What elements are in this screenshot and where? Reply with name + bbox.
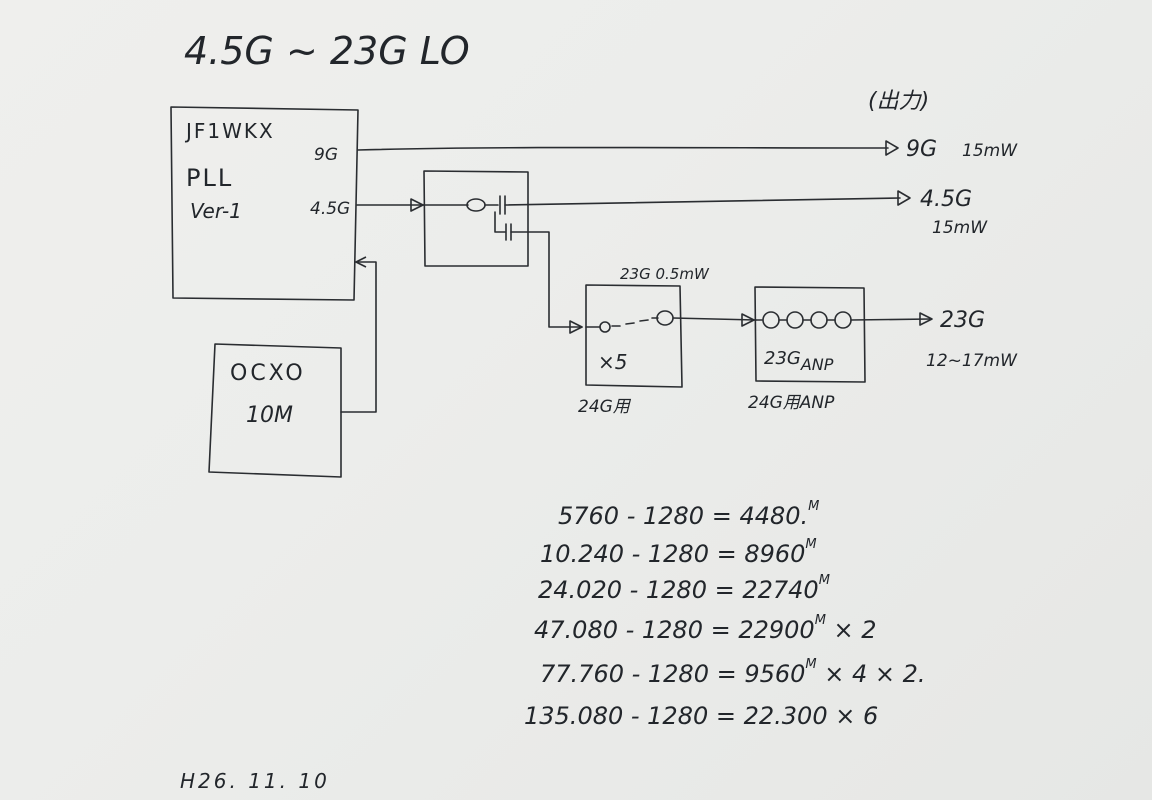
mult-dashed <box>611 319 649 327</box>
calc-line-1: 5760 - 1280 = 4480.M <box>558 499 819 530</box>
amp-stage-2 <box>786 311 804 329</box>
calc-line-6-expr: 135.080 - 1280 = 22.300 × 6 <box>524 702 878 730</box>
line-mult-amp <box>672 317 757 321</box>
output-9g-freq: 9G <box>906 137 937 162</box>
ref-arrow <box>355 256 367 268</box>
calc-line-4-expr: 47.080 - 1280 = 22900 <box>534 616 815 644</box>
calc-line-3: 24.020 - 1280 = 22740M <box>538 573 830 604</box>
output-45g-power: 15mW <box>932 218 988 238</box>
arrow-amp-in <box>741 313 755 327</box>
arrow-mult-in <box>569 320 583 334</box>
line-23g <box>850 318 931 321</box>
output-23g-freq: 23G <box>940 308 985 333</box>
calc-line-5-suffix: × 4 × 2. <box>817 660 926 688</box>
ocxo-freq: 10M <box>246 403 293 428</box>
amp-inner-sub: ANP <box>800 355 834 374</box>
calc-line-4-unit: M <box>815 613 826 628</box>
amp-stage-4 <box>834 311 852 329</box>
calc-block: 5760 - 1280 = 4480.M 10.240 - 1280 = 896… <box>524 499 926 730</box>
calc-line-2-expr: 10.240 - 1280 = 8960 <box>540 540 805 568</box>
page-title: 4.5G ~ 23G LO <box>184 29 470 73</box>
multiplier-caption: 24G用 <box>578 397 632 417</box>
calc-line-4: 47.080 - 1280 = 22900M × 2 <box>534 613 877 644</box>
amp-stage-1 <box>762 311 780 329</box>
amp-box <box>754 286 866 383</box>
amp-stage-3 <box>810 311 828 329</box>
pll-port-45g-unit: G <box>337 199 350 219</box>
output-23g-power: 12~17mW <box>926 351 1018 371</box>
date-label: H26. 11. 10 <box>180 769 330 793</box>
calc-line-2: 10.240 - 1280 = 8960M <box>540 537 817 568</box>
arrow-23g <box>919 312 933 326</box>
calc-line-1-expr: 5760 - 1280 = 4480. <box>558 502 808 530</box>
arrow-9g <box>885 140 899 156</box>
line-9g <box>357 146 889 151</box>
calc-line-3-unit: M <box>819 573 830 588</box>
amp-inner-base: 23G <box>764 348 801 369</box>
calc-line-3-expr: 24.020 - 1280 = 22740 <box>538 576 819 604</box>
calc-line-5-unit: M <box>805 657 816 672</box>
calc-line-2-unit: M <box>805 537 816 552</box>
mult-output-element <box>656 310 674 326</box>
pll-name: JF1WKX <box>184 119 275 143</box>
output-header: (出力) <box>868 89 929 114</box>
arrow-45g <box>897 190 911 206</box>
calc-line-5-expr: 77.760 - 1280 = 9560 <box>540 660 805 688</box>
ref-line <box>340 261 377 413</box>
calc-line-1-unit: M <box>808 499 819 514</box>
multiplier-box <box>585 284 683 388</box>
calc-line-5: 77.760 - 1280 = 9560M × 4 × 2. <box>540 657 926 688</box>
amp-inner: 23GANP <box>764 348 834 374</box>
branch-stub <box>494 211 506 233</box>
pll-box <box>170 106 359 301</box>
calc-line-6: 135.080 - 1280 = 22.300 × 6 <box>524 702 878 730</box>
branch-line <box>510 231 583 328</box>
pll-version: Ver-1 <box>190 199 242 223</box>
pll-type: PLL <box>186 164 233 192</box>
amp-caption: 24G用ANP <box>748 393 835 413</box>
arrow-coupler-in <box>410 198 424 212</box>
pll-port-45g: 4.5G <box>310 199 350 219</box>
calc-line-4-suffix: × 2 <box>826 616 877 644</box>
output-45g-freq: 4.5G <box>920 187 972 212</box>
mult-diode <box>599 321 611 333</box>
pll-port-9g: 9G <box>314 145 338 165</box>
ocxo-box <box>208 343 342 478</box>
coupler-element <box>466 198 486 212</box>
multiplier-top-label: 23G 0.5mW <box>620 265 710 283</box>
output-9g-power: 15mW <box>962 141 1018 161</box>
ocxo-name: OCXO <box>230 361 306 386</box>
line-45g-out <box>504 197 901 206</box>
multiplier-inner: ×5 <box>598 350 627 374</box>
coupler-box <box>423 170 529 267</box>
pll-port-45g-base: 4.5 <box>310 199 337 219</box>
